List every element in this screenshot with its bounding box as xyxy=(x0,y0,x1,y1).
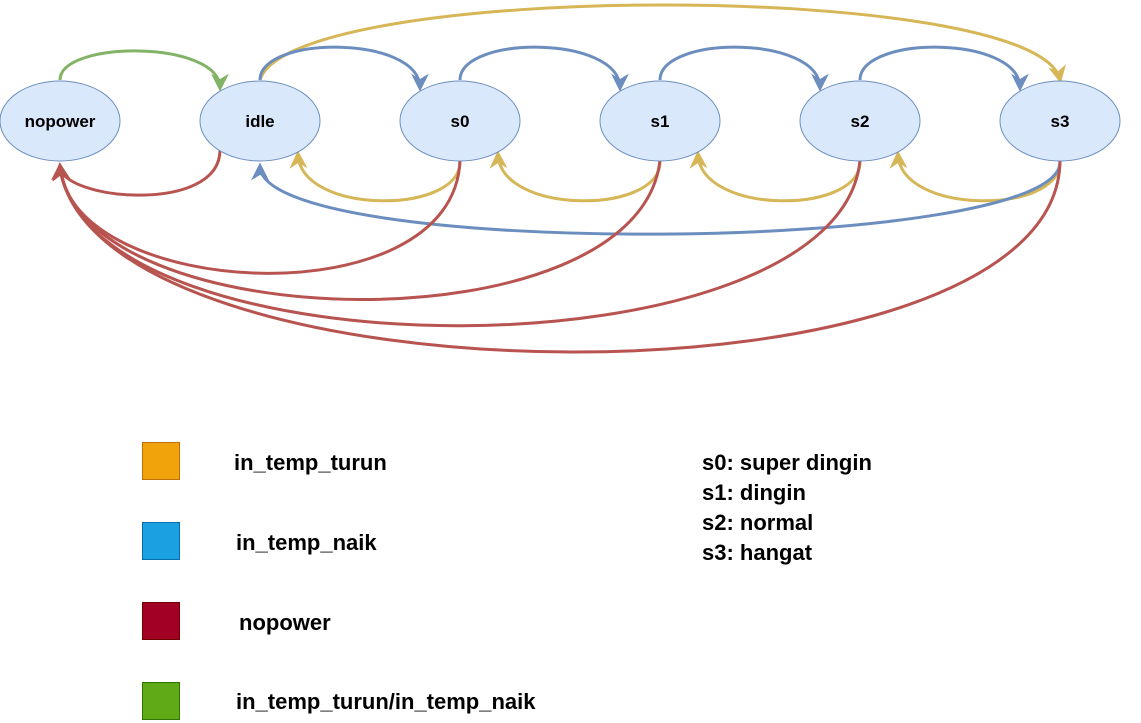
edge-s3-to-nopower xyxy=(52,159,1062,354)
edge-s0-to-idle xyxy=(289,150,462,203)
state-notes: s0: super dingin s1: dingin s2: normal s… xyxy=(702,448,872,568)
legend-swatch-in-temp-turun xyxy=(142,442,180,480)
legend-swatch-mixed xyxy=(142,682,180,720)
svg-text:idle: idle xyxy=(245,112,274,131)
node-s3: s3 xyxy=(999,80,1121,162)
node-s2: s2 xyxy=(799,80,921,162)
node-nopower: nopower xyxy=(0,80,121,162)
svg-text:nopower: nopower xyxy=(25,112,96,131)
edge-s3-to-s2 xyxy=(889,150,1062,203)
edge-s0-to-s1 xyxy=(458,45,629,92)
svg-text:s3: s3 xyxy=(1051,112,1070,131)
edge-nopower-to-idle xyxy=(58,49,229,92)
legend-label-nopower: nopower xyxy=(239,610,331,635)
edge-idle-to-s3 xyxy=(258,3,1066,84)
note-s1: s1: dingin xyxy=(702,480,806,505)
legend-label-in-temp-turun: in_temp_turun xyxy=(234,450,387,475)
note-s3: s3: hangat xyxy=(702,540,813,565)
node-s1: s1 xyxy=(599,80,721,162)
legend-label-in-temp-naik: in_temp_naik xyxy=(236,530,377,555)
edge-s2-to-s1 xyxy=(689,150,862,203)
edge-s3-to-idle xyxy=(251,161,1062,236)
note-s0: s0: super dingin xyxy=(702,450,872,475)
edge-s0-to-nopower xyxy=(52,159,462,275)
node-idle: idle xyxy=(199,80,321,162)
legend-label-mixed: in_temp_turun/in_temp_naik xyxy=(236,689,536,714)
edge-s1-to-s0 xyxy=(489,150,662,203)
node-s0: s0 xyxy=(399,80,521,162)
svg-text:s0: s0 xyxy=(451,112,470,131)
edge-s2-to-nopower xyxy=(52,159,862,328)
edge-s2-to-s3 xyxy=(858,45,1029,92)
svg-text:s1: s1 xyxy=(651,112,670,131)
legend-swatch-in-temp-naik xyxy=(142,522,180,560)
edge-s1-to-nopower xyxy=(52,159,662,301)
edge-s1-to-s2 xyxy=(658,45,829,92)
legend-swatch-nopower xyxy=(142,602,180,640)
edge-idle-to-s0 xyxy=(258,45,429,92)
state-diagram: nopower idle s0 s1 s2 s3 xyxy=(0,3,1121,354)
svg-text:s2: s2 xyxy=(851,112,870,131)
note-s2: s2: normal xyxy=(702,510,814,535)
